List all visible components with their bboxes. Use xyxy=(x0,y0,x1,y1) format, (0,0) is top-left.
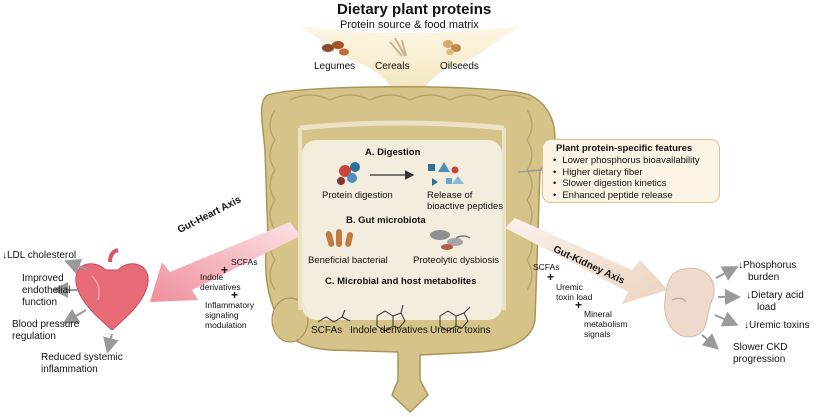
intake-funnel xyxy=(300,26,520,118)
heart-signal-indole-line1: Indole xyxy=(200,272,224,282)
metabolite-scfa-label: SCFAs xyxy=(311,325,343,336)
features-list: Lower phosphorus bioavailability Higher … xyxy=(553,155,700,202)
plus-icon: + xyxy=(221,263,229,277)
source-legumes: Legumes xyxy=(314,61,356,72)
heart-outcome-arrows xyxy=(52,259,119,354)
kidney-outcome-acid-label: Dietary acid xyxy=(751,290,804,301)
plus-icon: + xyxy=(575,298,583,312)
plus-icon: + xyxy=(547,270,555,284)
bioactive-peptides-icon xyxy=(428,162,464,186)
kidney-outcome-phos-line2: burden xyxy=(748,272,780,283)
source-oilseeds: Oilseeds xyxy=(440,61,479,72)
down-arrow-icon: ↓ xyxy=(2,250,7,261)
plus-icon: + xyxy=(231,288,239,302)
kidney-outcome-phos-line1: ↓Phosphorus xyxy=(738,260,796,271)
proteolytic-dysbiosis-label: Proteolytic dysbiosis xyxy=(413,255,500,266)
colon-illustration xyxy=(260,86,556,414)
heart-outcome-ldl-label: LDL cholesterol xyxy=(7,250,77,261)
beneficial-bacteria-icon xyxy=(325,229,354,247)
heart-signal-inflam-line2: signaling xyxy=(205,310,239,320)
kidney-signal-uremic-line1: Uremic xyxy=(556,282,583,292)
header-title: Dietary plant proteins xyxy=(337,1,492,18)
feature-item: Slower digestion kinetics xyxy=(553,178,700,190)
heart-outcome-inflam-line2: inflammation xyxy=(41,364,98,375)
kidney-signal-mineral-line1: Mineral xyxy=(584,309,612,319)
digestion-heading: A. Digestion xyxy=(365,147,421,158)
scfa-structure-icon xyxy=(317,309,351,323)
down-arrow-icon: ↓ xyxy=(738,260,743,271)
heart-outcome-endo-line3: function xyxy=(22,297,58,308)
feature-item: Higher dietary fiber xyxy=(553,167,700,179)
down-arrow-icon: ↓ xyxy=(744,320,749,331)
kidney-outcome-uremic: ↓Uremic toxins xyxy=(744,320,810,331)
kidney-outcome-arrows xyxy=(701,266,741,350)
kidney-signal-scfa: SCFAs xyxy=(533,262,560,272)
oilseeds-icon xyxy=(443,40,461,55)
uremic-toxin-structure-icon xyxy=(439,306,471,332)
features-title: Plant protein-specific features xyxy=(556,143,693,154)
heart-outcome-bp-line1: Blood pressure xyxy=(12,319,80,330)
legumes-icon xyxy=(322,41,349,56)
source-cereals: Cereals xyxy=(375,61,410,72)
protein-digestion-icon xyxy=(337,162,360,185)
features-pointer xyxy=(517,169,543,173)
heart-signal-scfa: SCFAs xyxy=(231,257,258,267)
kidney-outcome-uremic-label: Uremic toxins xyxy=(749,320,810,331)
kidney-signal-uremic-line2: toxin load xyxy=(556,292,593,302)
kidney-signal-mineral-line3: signals xyxy=(584,329,611,339)
heart-signal-indole-line2: derivatives xyxy=(200,282,241,292)
indole-structure-icon xyxy=(376,304,406,332)
heart-icon xyxy=(75,248,149,331)
header-subtitle: Protein source & food matrix xyxy=(340,19,479,31)
heart-signal-inflam-line3: modulation xyxy=(205,320,247,330)
kidney-signal-mineral-line2: metabolism xyxy=(584,319,628,329)
heart-outcome-endo-line2: endothelial xyxy=(22,285,71,296)
heart-outcome-bp-line2: regulation xyxy=(12,331,56,342)
feature-item: Lower phosphorus bioavailability xyxy=(553,155,699,167)
metabolite-uremic-label: Uremic toxins xyxy=(430,325,491,336)
digestion-output-line1: Release of xyxy=(427,190,473,201)
heart-signal-inflam-line1: Inflammatory xyxy=(205,300,255,310)
proteolytic-dysbiosis-icon xyxy=(430,230,471,250)
down-arrow-icon: ↓ xyxy=(746,290,751,301)
gut-kidney-axis-arrow xyxy=(505,218,668,304)
kidney-outcome-ckd-line1: Slower CKD xyxy=(733,342,788,353)
digestion-input-label: Protein digestion xyxy=(322,190,393,201)
microbiota-heading: B. Gut microbiota xyxy=(346,215,426,226)
kidney-icon xyxy=(664,267,715,338)
metabolites-heading: C. Microbial and host metabolites xyxy=(325,276,477,287)
kidney-outcome-acid-line2: load xyxy=(757,302,776,313)
heart-outcome-ldl: ↓LDL cholesterol xyxy=(2,250,76,261)
metabolite-indole-label: Indole derivatives xyxy=(350,325,428,336)
kidney-outcome-acid-line1: ↓Dietary acid xyxy=(746,290,804,301)
gut-heart-axis-arrow xyxy=(150,222,300,302)
heart-outcome-endo-line1: Improved xyxy=(22,273,64,284)
beneficial-bacteria-label: Beneficial bacterial xyxy=(308,255,388,266)
digestion-output-line2: bioactive peptides xyxy=(427,201,504,212)
kidney-outcome-ckd-line2: progression xyxy=(733,354,786,365)
feature-item: Enhanced peptide release xyxy=(553,190,700,202)
heart-outcome-inflam-line1: Reduced systemic xyxy=(41,352,123,363)
cereals-icon xyxy=(389,37,407,57)
kidney-outcome-phos-label: Phosphorus xyxy=(743,260,797,271)
